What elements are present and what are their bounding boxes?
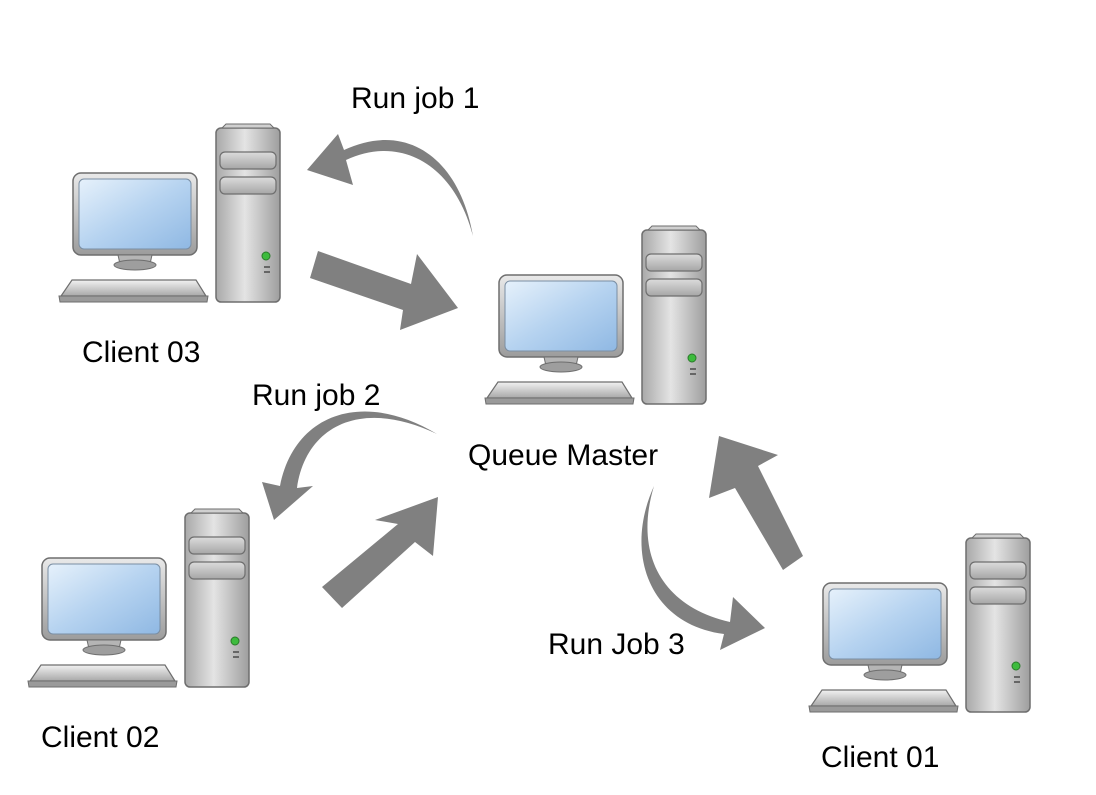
queue-master-label: Queue Master bbox=[468, 439, 658, 472]
queue-master-computer bbox=[484, 225, 707, 405]
client-02-label: Client 02 bbox=[41, 721, 159, 754]
run-job-1-arrow bbox=[307, 134, 473, 236]
run-job-3-arrow bbox=[641, 486, 765, 650]
run-job-1-label: Run job 1 bbox=[351, 82, 479, 115]
client-02-to-master-arrow bbox=[322, 497, 438, 608]
client-03-computer bbox=[58, 123, 281, 303]
run-job-3-label: Run Job 3 bbox=[548, 628, 685, 661]
client-03-label: Client 03 bbox=[82, 336, 200, 369]
client-01-label: Client 01 bbox=[821, 741, 939, 774]
client-01-to-master-arrow bbox=[709, 436, 803, 570]
client-01-computer bbox=[808, 533, 1031, 713]
run-job-2-arrow bbox=[262, 411, 437, 520]
run-job-2-label: Run job 2 bbox=[252, 379, 380, 412]
client-02-computer bbox=[27, 508, 250, 688]
client-03-to-master-arrow bbox=[310, 251, 458, 330]
